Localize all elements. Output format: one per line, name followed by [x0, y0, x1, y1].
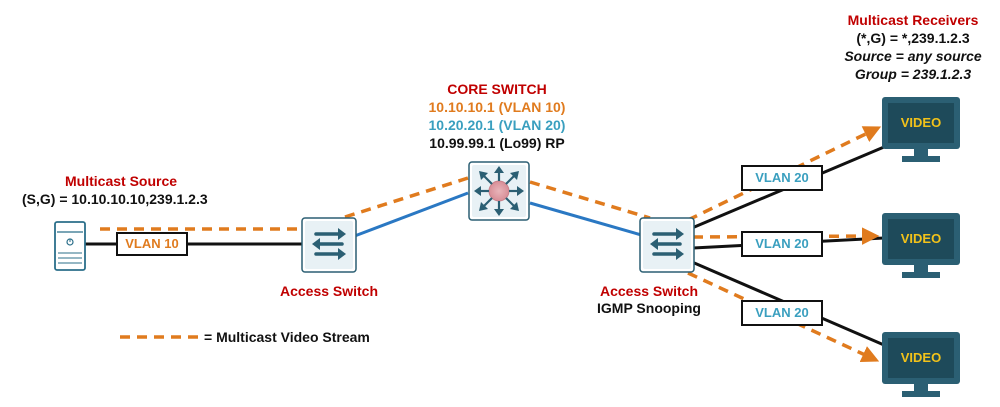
legend-text: = Multicast Video Stream [204, 329, 370, 345]
receivers-source: Source = any source [844, 48, 982, 64]
vlan-box-source [116, 232, 188, 256]
vlan-box-receiver-3 [741, 300, 823, 326]
link-core-to-access-right [529, 201, 646, 238]
core-ip-vlan10: 10.10.10.1 (VLAN 10) [428, 99, 566, 115]
igmp-snooping-label: IGMP Snooping [597, 300, 701, 316]
vlan-label-receiver-2: VLAN 20 [755, 236, 809, 251]
monitor-text-3: VIDEO [900, 350, 942, 365]
vlan-box-receiver-1 [741, 165, 823, 191]
vlan-label-receiver-3: VLAN 20 [755, 305, 809, 320]
link-access-left-to-core [351, 191, 469, 239]
core-title: CORE SWITCH [447, 81, 547, 97]
monitor-icon [882, 332, 960, 397]
vlan-label-source: VLAN 10 [125, 236, 179, 251]
access-switch-left-label: Access Switch [279, 283, 379, 299]
access-switch-left-icon [301, 217, 357, 273]
monitor-text-2: VIDEO [900, 231, 942, 246]
receivers-star-g: (*,G) = *,239.1.2.3 [856, 30, 970, 46]
source-title: Multicast Source [65, 173, 178, 189]
access-switch-right-label: Access Switch [599, 283, 699, 299]
access-switch-right-icon [639, 217, 695, 273]
source-sg: (S,G) = 10.10.10.10,239.1.2.3 [22, 191, 208, 207]
core-ip-vlan20: 10.20.20.1 (VLAN 20) [428, 117, 566, 133]
vlan-box-receiver-2 [741, 231, 823, 257]
core-router-icon [468, 161, 530, 221]
vlan-label-receiver-1: VLAN 20 [755, 170, 809, 185]
core-rp: 10.99.99.1 (Lo99) RP [429, 135, 565, 151]
receivers-group: Group = 239.1.2.3 [854, 66, 972, 82]
receivers-title: Multicast Receivers [847, 12, 979, 28]
monitor-icon [882, 97, 960, 162]
monitor-icon [882, 213, 960, 278]
server-icon [54, 221, 86, 271]
monitor-text-1: VIDEO [900, 115, 942, 130]
